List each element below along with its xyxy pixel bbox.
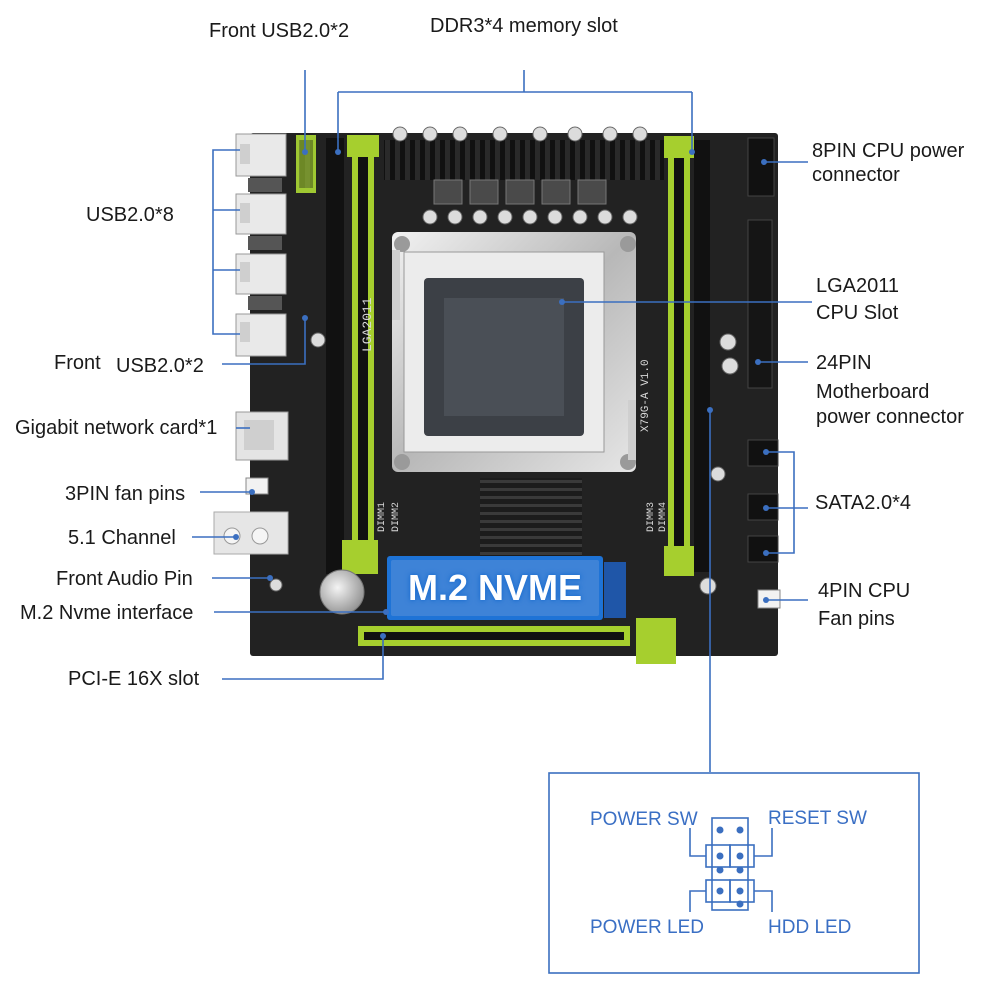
label-front-usb-rest: USB2.0*2 xyxy=(116,355,204,377)
callout-dots xyxy=(233,149,769,639)
label-power-sw: POWER SW xyxy=(590,809,698,830)
dimm3-silk: DIMM3 xyxy=(646,501,657,532)
chokes xyxy=(433,179,607,205)
cpu-socket xyxy=(392,232,636,472)
front-panel-inset xyxy=(548,772,920,974)
socket-silk: LGA2011 xyxy=(360,297,375,352)
memory-slots-right xyxy=(664,136,710,576)
m2-connector xyxy=(604,562,626,618)
model-silk: X79G-A V1.0 xyxy=(640,359,652,432)
cmos-battery xyxy=(319,569,365,615)
dimm2-silk: DIMM2 xyxy=(391,501,402,532)
rear-usb-ports xyxy=(235,133,287,357)
m2-nvme-banner: M.2 NVME xyxy=(407,567,583,608)
callout-lines xyxy=(192,70,812,772)
capacitors-top xyxy=(392,126,648,225)
label-cpu-8pin-2: connector xyxy=(812,164,900,186)
label-lga-1: LGA2011 xyxy=(816,275,900,297)
label-front-audio: Front Audio Pin xyxy=(56,568,193,590)
label-m2-interface: M.2 Nvme interface xyxy=(20,602,194,624)
label-hdd-led: HDD LED xyxy=(768,917,852,938)
small-caps xyxy=(269,332,739,595)
label-power-led: POWER LED xyxy=(590,917,705,938)
pcie-slot xyxy=(358,618,676,664)
label-cpu-8pin-1: 8PIN CPU power xyxy=(812,140,965,162)
label-24pin-1: 24PIN xyxy=(816,352,872,374)
front-panel-header xyxy=(689,817,773,912)
label-ddr3-slots: DDR3*4 memory slot xyxy=(430,15,618,37)
label-front-usb-word: Front xyxy=(54,352,101,374)
chipset-heatsink xyxy=(480,478,582,560)
label-sata: SATA2.0*4 xyxy=(815,492,911,514)
lan-port xyxy=(235,411,289,461)
label-pcie: PCI-E 16X slot xyxy=(68,668,200,690)
dimm4-silk: DIMM4 xyxy=(658,501,669,532)
label-usb-rear: USB2.0*8 xyxy=(86,204,174,226)
label-lga-2: CPU Slot xyxy=(816,302,899,324)
label-gigabit: Gigabit network card*1 xyxy=(15,417,218,439)
label-channel: 5.1 Channel xyxy=(68,527,176,549)
dimm1-silk: DIMM1 xyxy=(377,501,388,532)
label-24pin-3: power connector xyxy=(816,406,964,428)
label-cpu-fan-1: 4PIN CPU xyxy=(818,580,911,602)
sata-ports xyxy=(747,439,779,563)
label-reset-sw: RESET SW xyxy=(768,808,867,829)
label-24pin-2: Motherboard xyxy=(816,381,930,403)
label-fan-3pin: 3PIN fan pins xyxy=(65,483,186,505)
label-front-usb-top: Front USB2.0*2 xyxy=(209,20,350,42)
audio-ports xyxy=(213,511,289,555)
cpu-8pin-connector xyxy=(747,137,775,197)
cpu-fan-header xyxy=(757,589,781,609)
label-cpu-fan-2: Fan pins xyxy=(818,608,895,630)
memory-slots-left xyxy=(326,135,379,574)
vrm-heatsink xyxy=(384,140,664,180)
